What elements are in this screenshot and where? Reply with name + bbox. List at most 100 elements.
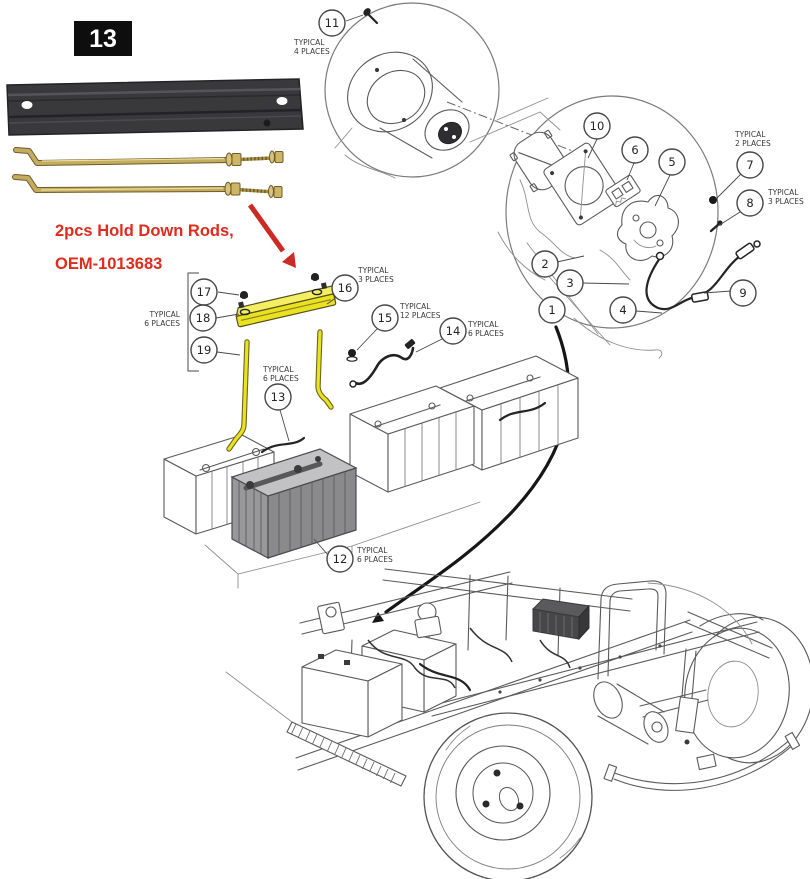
fr-switch	[317, 601, 345, 635]
pointer-arrow	[247, 203, 296, 268]
svg-text:6 PLACES: 6 PLACES	[144, 319, 180, 328]
callout-6: 6	[621, 136, 649, 164]
chassis-sketch	[225, 568, 810, 879]
dome-nut	[311, 273, 319, 281]
callout-3: 3	[556, 269, 584, 297]
svg-text:8: 8	[746, 196, 753, 210]
svg-text:13: 13	[271, 390, 286, 404]
terminal-nut	[346, 349, 358, 362]
rod-nut	[231, 153, 242, 166]
svg-text:TYPICAL: TYPICAL	[293, 38, 325, 47]
svg-text:17: 17	[197, 285, 212, 299]
motor-end-cap	[617, 194, 679, 261]
svg-text:6: 6	[631, 143, 638, 157]
callout-13: 13	[264, 383, 292, 411]
typical-note-12-places: TYPICAL 12 PLACES	[399, 302, 441, 320]
hold-down-bar-highlight	[235, 282, 337, 328]
callout-18: 18	[189, 304, 217, 332]
bar-hole-left	[21, 101, 33, 109]
typical-note-6-places: TYPICAL 6 PLACES	[144, 310, 181, 328]
rod-end-nut	[273, 186, 283, 198]
detail-bubbles	[324, 2, 719, 329]
callout-4: 4	[609, 296, 637, 324]
callout-11: 11	[318, 9, 346, 37]
floor-edge-hatched	[225, 671, 407, 787]
hold-down-rod-photo-2	[12, 174, 283, 198]
svg-text:TYPICAL: TYPICAL	[149, 310, 181, 319]
svg-text:TYPICAL: TYPICAL	[356, 546, 388, 555]
svg-text:14: 14	[446, 324, 461, 338]
part-number-badge: 13	[74, 21, 132, 56]
svg-text:TYPICAL: TYPICAL	[734, 130, 766, 139]
svg-text:12 PLACES: 12 PLACES	[400, 311, 441, 320]
leader-lines	[215, 14, 742, 556]
svg-text:3: 3	[566, 276, 573, 290]
chassis-wiring	[469, 627, 571, 669]
right-rear-tire	[684, 613, 810, 764]
bar-stud	[320, 282, 328, 290]
svg-text:15: 15	[378, 311, 393, 325]
shock-absorber	[675, 648, 699, 745]
hold-down-bar-photo	[6, 78, 304, 136]
battery-highlighted	[230, 448, 358, 559]
svg-text:5: 5	[668, 155, 675, 169]
bar-stud	[238, 301, 245, 309]
hold-down-rod-highlight-left	[226, 339, 250, 452]
callout-19: 19	[190, 336, 218, 364]
callout-14: 14	[439, 317, 467, 345]
typical-note-4-places: TYPICAL 4 PLACES	[293, 38, 330, 56]
badge-number: 13	[89, 25, 117, 53]
solenoid	[414, 602, 442, 639]
typical-note-6-places: TYPICAL 6 PLACES	[356, 546, 393, 564]
svg-text:2: 2	[541, 257, 548, 271]
svg-text:6 PLACES: 6 PLACES	[357, 555, 393, 564]
callout-5: 5	[658, 148, 686, 176]
left-rear-wheel	[423, 712, 593, 879]
rod-end-nut	[274, 151, 284, 163]
motor-power-cable	[645, 240, 761, 311]
wheel-hub-assembly	[347, 51, 470, 159]
svg-text:18: 18	[196, 311, 211, 325]
hold-down-rod-photo-1	[13, 147, 284, 167]
typical-note-3-places: TYPICAL 3 PLACES	[357, 266, 394, 284]
callout-16: 16	[331, 274, 359, 302]
svg-text:3 PLACES: 3 PLACES	[768, 197, 804, 206]
detail-bubble-left	[324, 2, 500, 178]
caption: 2pcs Hold Down Rods, OEM-1013683	[55, 222, 234, 273]
ball-bearing	[709, 196, 717, 204]
detail-bubble-right	[505, 95, 719, 329]
svg-text:4: 4	[619, 303, 626, 317]
svg-text:6 PLACES: 6 PLACES	[263, 374, 299, 383]
svg-text:2 PLACES: 2 PLACES	[735, 139, 771, 148]
svg-text:16: 16	[338, 281, 353, 295]
callout-2: 2	[531, 250, 559, 278]
svg-text:9: 9	[739, 286, 746, 300]
callout-8: 8	[736, 189, 764, 217]
svg-text:TYPICAL: TYPICAL	[262, 365, 294, 374]
svg-text:TYPICAL: TYPICAL	[399, 302, 431, 311]
callout-bracket	[187, 272, 199, 372]
typical-note-6-places: TYPICAL 6 PLACES	[467, 320, 504, 338]
svg-text:1: 1	[548, 303, 555, 317]
jumper-cable	[349, 339, 416, 388]
typical-note-3-places: TYPICAL 3 PLACES	[767, 188, 804, 206]
svg-text:6 PLACES: 6 PLACES	[468, 329, 504, 338]
hold-down-rod-highlight-right	[315, 329, 334, 410]
chassis-battery-box	[301, 649, 403, 738]
motor-mount-plate	[543, 142, 623, 226]
brush-assembly	[605, 174, 641, 208]
svg-text:TYPICAL: TYPICAL	[767, 188, 799, 197]
washer	[311, 288, 323, 296]
caption-line1: 2pcs Hold Down Rods,	[55, 222, 234, 240]
rod-nut	[230, 182, 241, 196]
callout-12: 12	[326, 545, 354, 573]
svg-text:TYPICAL: TYPICAL	[357, 266, 389, 275]
callout-9: 9	[729, 279, 757, 307]
callout-15: 15	[371, 304, 399, 332]
svg-text:TYPICAL: TYPICAL	[467, 320, 499, 329]
typical-note-6-places: TYPICAL 6 PLACES	[262, 365, 299, 383]
caption-line2: OEM-1013683	[55, 255, 162, 273]
svg-text:19: 19	[197, 343, 212, 357]
controller-box	[531, 598, 590, 641]
bar-hole-right	[276, 97, 288, 105]
